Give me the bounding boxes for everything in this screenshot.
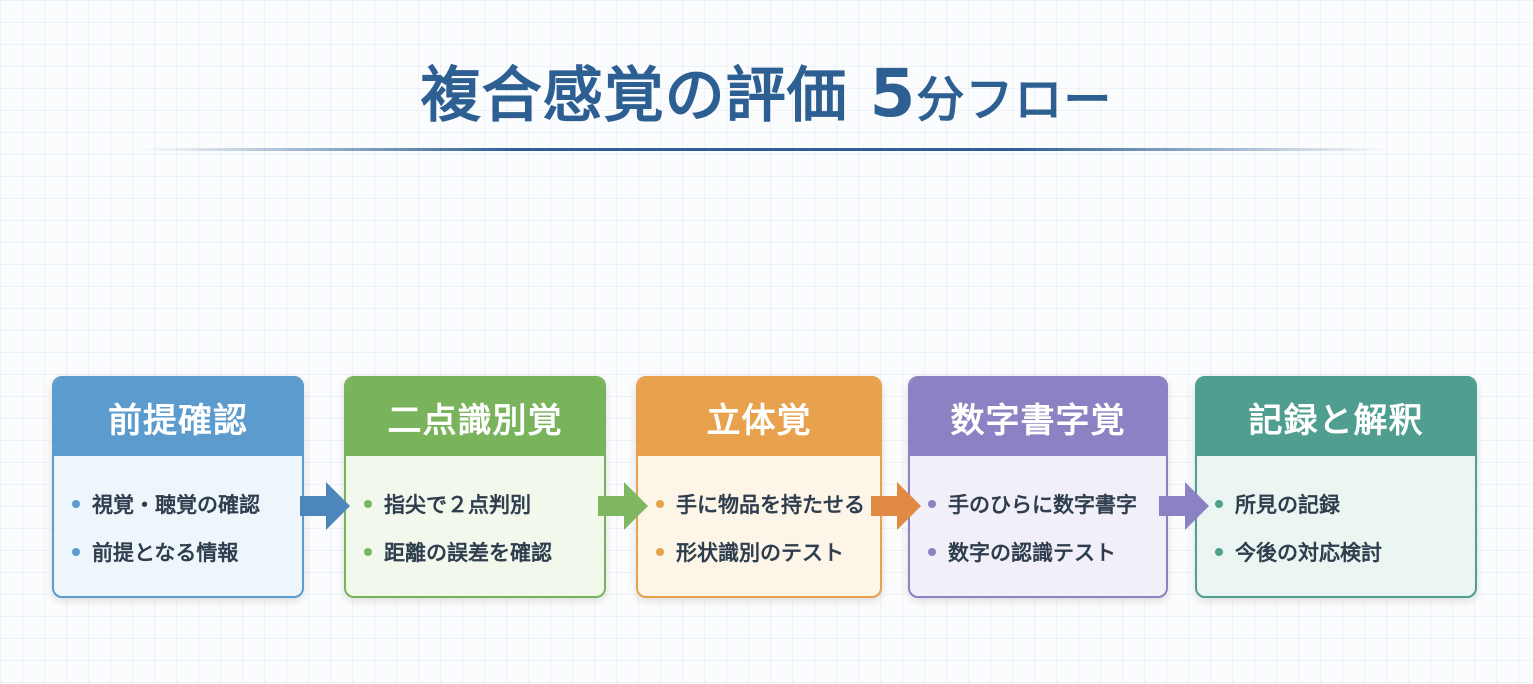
list-item: 手に物品を持たせる — [656, 480, 880, 528]
step-body: 手に物品を持たせる 形状識別のテスト — [638, 456, 880, 576]
arrow-right-icon — [300, 482, 350, 530]
list-item-text: 距離の誤差を確認 — [384, 541, 552, 565]
step-header: 記録と解釈 — [1197, 378, 1475, 456]
step-body: 視覚・聴覚の確認 前提となる情報 — [54, 456, 302, 576]
step-header: 二点識別覚 — [346, 378, 604, 456]
bullet-dot — [364, 548, 372, 556]
bullet-dot — [1215, 548, 1223, 556]
bullet-dot — [928, 500, 936, 508]
step-header: 前提確認 — [54, 378, 302, 456]
bullet-dot — [1215, 500, 1223, 508]
list-item-text: 手に物品を持たせる — [676, 493, 865, 517]
step-card-5: 記録と解釈 所見の記録 今後の対応検討 — [1195, 376, 1477, 598]
title-suffix: 分フロー — [916, 72, 1113, 128]
step-card-1: 前提確認 視覚・聴覚の確認 前提となる情報 — [52, 376, 304, 598]
title-number: 5 — [869, 55, 917, 132]
title-underline — [140, 148, 1390, 151]
list-item-text: 指尖で２点判別 — [384, 493, 531, 517]
list-item: 数字の認識テスト — [928, 528, 1166, 576]
list-item: 距離の誤差を確認 — [364, 528, 604, 576]
bullet-dot — [364, 500, 372, 508]
arrow-shape — [598, 482, 648, 530]
list-item: 所見の記録 — [1215, 480, 1475, 528]
step-card-2: 二点識別覚 指尖で２点判別 距離の誤差を確認 — [344, 376, 606, 598]
list-item: 形状識別のテスト — [656, 528, 880, 576]
list-item: 今後の対応検討 — [1215, 528, 1475, 576]
bullet-dot — [656, 548, 664, 556]
bullet-dot — [72, 548, 80, 556]
list-item-text: 視覚・聴覚の確認 — [92, 493, 260, 517]
list-item: 指尖で２点判別 — [364, 480, 604, 528]
list-item-text: 数字の認識テスト — [948, 541, 1116, 565]
step-header: 数字書字覚 — [910, 378, 1166, 456]
step-body: 指尖で２点判別 距離の誤差を確認 — [346, 456, 604, 576]
step-header: 立体覚 — [638, 378, 880, 456]
page-title: 複合感覚の評価 5分フロー — [0, 55, 1533, 132]
arrow-shape — [300, 482, 350, 530]
list-item-text: 形状識別のテスト — [676, 541, 844, 565]
list-item-text: 前提となる情報 — [92, 541, 239, 565]
arrow-shape — [871, 482, 921, 530]
step-body: 所見の記録 今後の対応検討 — [1197, 456, 1475, 576]
list-item-text: 所見の記録 — [1235, 493, 1340, 517]
list-item: 前提となる情報 — [72, 528, 302, 576]
bullet-dot — [928, 548, 936, 556]
list-item: 視覚・聴覚の確認 — [72, 480, 302, 528]
arrow-right-icon — [1159, 482, 1209, 530]
step-card-4: 数字書字覚 手のひらに数字書字 数字の認識テスト — [908, 376, 1168, 598]
bullet-dot — [656, 500, 664, 508]
list-item-text: 手のひらに数字書字 — [948, 493, 1137, 517]
step-body: 手のひらに数字書字 数字の認識テスト — [910, 456, 1166, 576]
list-item: 手のひらに数字書字 — [928, 480, 1166, 528]
arrow-shape — [1159, 482, 1209, 530]
list-item-text: 今後の対応検討 — [1235, 541, 1382, 565]
title-main: 複合感覚の評価 — [420, 61, 848, 131]
bullet-dot — [72, 500, 80, 508]
arrow-right-icon — [598, 482, 648, 530]
step-card-3: 立体覚 手に物品を持たせる 形状識別のテスト — [636, 376, 882, 598]
arrow-right-icon — [871, 482, 921, 530]
